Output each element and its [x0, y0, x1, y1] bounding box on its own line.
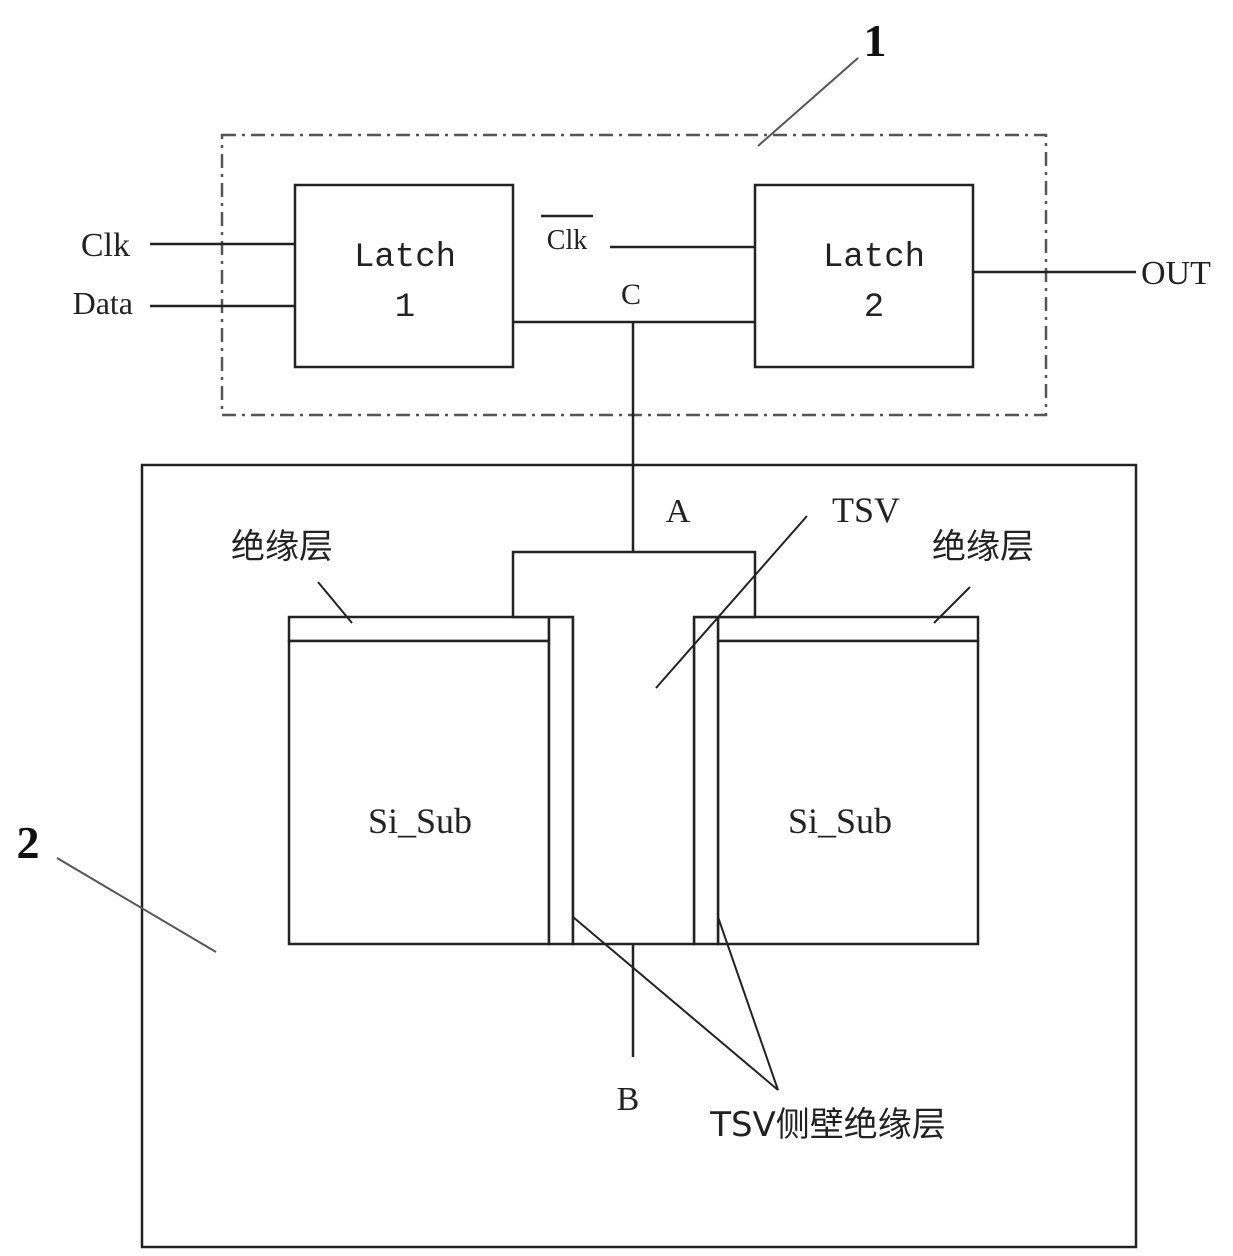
callout-2-label: 2: [17, 817, 40, 868]
latch-1-label: Latch: [354, 239, 456, 277]
callout-1-label: 1: [864, 15, 887, 66]
latch-2-number: 2: [864, 289, 884, 327]
callout-1-leader: [758, 58, 858, 146]
data-input-label: Data: [73, 285, 133, 321]
node-c-label: C: [621, 278, 641, 311]
right-insulation-label: 绝缘层: [932, 527, 1034, 567]
tsv-label: TSV: [832, 490, 900, 530]
latch-1-number: 1: [395, 289, 415, 327]
latch-2-label: Latch: [823, 239, 925, 277]
right-sidewall-insulation: [694, 617, 718, 944]
output-label: OUT: [1141, 255, 1211, 292]
clk-bar-label: Clk: [547, 225, 587, 256]
sidewall-insulation-label: TSV侧壁绝缘层: [709, 1105, 946, 1145]
node-b-label: B: [617, 1081, 640, 1118]
left-sidewall-insulation: [549, 617, 573, 944]
clk-input-label: Clk: [81, 227, 130, 264]
node-a-label: A: [666, 493, 691, 530]
right-surface-insulation: [718, 617, 978, 641]
left-substrate: [289, 641, 549, 944]
left-surface-insulation: [289, 617, 549, 641]
left-insulation-label: 绝缘层: [231, 527, 333, 567]
right-substrate: [718, 641, 978, 944]
right-substrate-label: Si_Sub: [788, 801, 892, 841]
callout-2-leader: [57, 858, 216, 952]
left-substrate-label: Si_Sub: [368, 801, 472, 841]
